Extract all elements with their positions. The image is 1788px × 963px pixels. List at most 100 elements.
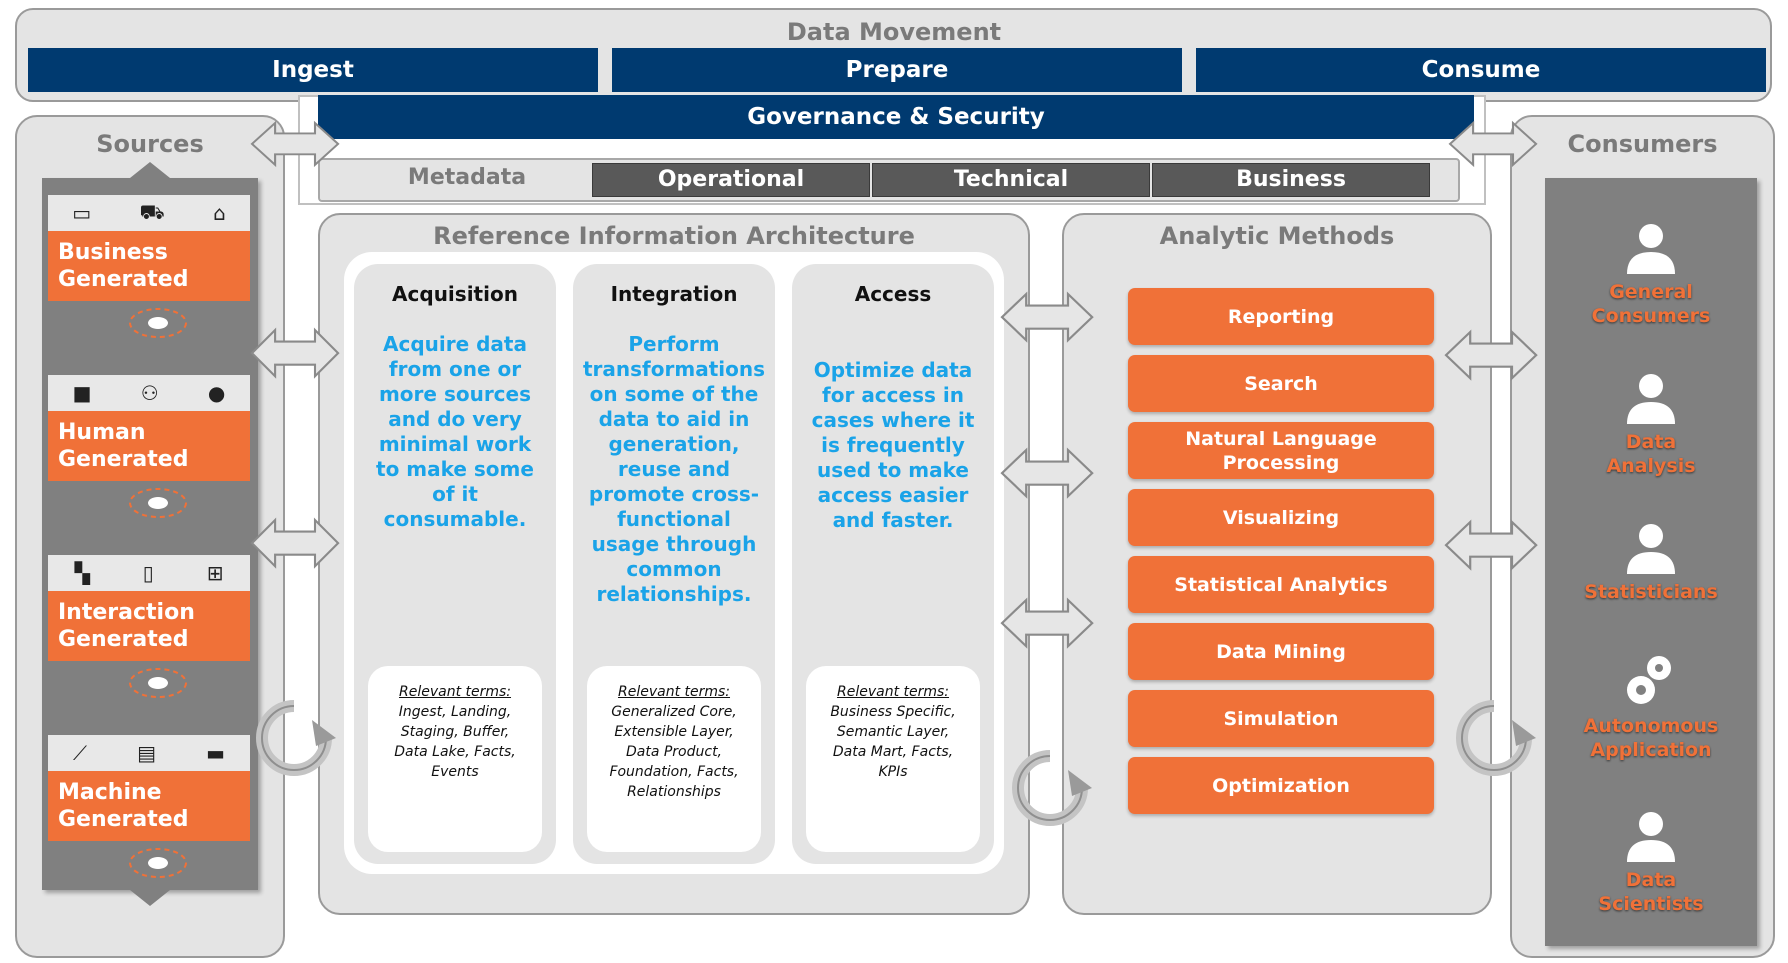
- method-optimization[interactable]: Optimization: [1128, 757, 1434, 814]
- consumer-label: Data Analysis: [1545, 430, 1757, 478]
- source-disk-icon: [129, 848, 187, 878]
- source-label-line1: Human: [58, 420, 146, 445]
- ria-desc-line: used to make: [817, 458, 969, 482]
- source-label-line1: Machine: [58, 780, 162, 805]
- ria-desc-line: access easier: [817, 483, 969, 507]
- ria-relevant-terms: Relevant terms: Business Specific, Semant…: [806, 666, 980, 852]
- method-data-mining[interactable]: Data Mining: [1128, 623, 1434, 680]
- metadata-technical[interactable]: Technical: [872, 163, 1150, 197]
- ria-desc-line: cases where it: [811, 408, 975, 432]
- monitor-icon-glyph: ▭: [72, 201, 92, 225]
- stage-prepare[interactable]: Prepare: [612, 48, 1182, 92]
- consumer-label-line1: General: [1609, 281, 1693, 303]
- data-movement-title: Data Movement: [786, 18, 1002, 46]
- ria-desc-line: promote cross-: [588, 482, 760, 506]
- ria-terms-title: Relevant terms:: [836, 684, 950, 700]
- consumer-item[interactable]: Data Analysis: [1545, 372, 1757, 502]
- ria-desc-line: reuse and: [617, 457, 731, 481]
- consumers-title: Consumers: [1567, 130, 1718, 158]
- ria-term-line: Extensible Layer,: [614, 724, 734, 740]
- ria-term-line: Ingest, Landing,: [398, 704, 512, 720]
- method-natural-language-processing[interactable]: Natural Language Processing: [1128, 422, 1434, 479]
- consumer-item[interactable]: Statisticians: [1545, 522, 1757, 652]
- governance-bar[interactable]: Governance & Security: [318, 95, 1474, 139]
- source-icons: chat-icon■group-icon⚇person-icon●: [48, 375, 250, 411]
- ria-desc-line: Optimize data: [813, 358, 973, 382]
- ria-term-line: Data Lake, Facts,: [394, 744, 516, 760]
- ria-relevant-terms: Relevant terms: Generalized Core, Extensi…: [587, 666, 761, 852]
- consumer-label-line2: Analysis: [1606, 455, 1696, 477]
- ria-term-line: Business Specific,: [830, 704, 956, 720]
- phone-icon-glyph: ▯: [142, 561, 154, 585]
- source-icons: pointer-icon▚phone-icon▯workflow-icon⊞: [48, 555, 250, 591]
- method-statistical-analytics[interactable]: Statistical Analytics: [1128, 556, 1434, 613]
- ria-desc-line: and do very: [388, 407, 522, 431]
- ria-desc-line: is frequently: [821, 433, 965, 457]
- source-card[interactable]: tool-icon⟋printer-icon▤vehicle-icon▬ Mac…: [48, 735, 250, 883]
- metadata-business[interactable]: Business: [1152, 163, 1430, 197]
- consumer-label-line1: Data: [1625, 869, 1677, 891]
- sources-title: Sources: [96, 130, 204, 158]
- ria-desc-line: from one or: [388, 357, 522, 381]
- consumer-label-line1: Statisticians: [1584, 581, 1718, 603]
- ria-term-line: Data Mart, Facts,: [832, 744, 954, 760]
- source-label: Business Generated: [48, 231, 250, 301]
- chat-icon-glyph: ■: [72, 381, 92, 405]
- method-search[interactable]: Search: [1128, 355, 1434, 412]
- user-icon: [1627, 812, 1675, 862]
- ria-title: Reference Information Architecture: [433, 222, 915, 250]
- consumer-label-line1: Autonomous: [1583, 715, 1719, 737]
- consumer-item[interactable]: Data Scientists: [1545, 810, 1757, 940]
- ria-desc-line: to make some: [376, 457, 534, 481]
- consumer-label: Statisticians: [1545, 580, 1757, 604]
- group-icon-glyph: ⚇: [140, 381, 159, 405]
- consumer-item[interactable]: General Consumers: [1545, 222, 1757, 352]
- ria-terms-title: Relevant terms:: [617, 684, 731, 700]
- source-label-line1: Business: [58, 240, 168, 265]
- ria-term-line: Semantic Layer,: [836, 724, 950, 740]
- method-simulation[interactable]: Simulation: [1128, 690, 1434, 747]
- source-label: Machine Generated: [48, 771, 250, 841]
- source-label: Human Generated: [48, 411, 250, 481]
- source-disk-icon: [129, 488, 187, 518]
- stage-consume[interactable]: Consume: [1196, 48, 1766, 92]
- metadata-operational[interactable]: Operational: [592, 163, 870, 197]
- ria-desc-line: transformations: [582, 357, 765, 381]
- ria-column-heading: Acquisition: [392, 282, 518, 306]
- consumer-item[interactable]: Autonomous Application: [1545, 650, 1757, 780]
- pointer-icon-glyph: ▚: [74, 561, 90, 585]
- source-card[interactable]: pointer-icon▚phone-icon▯workflow-icon⊞ I…: [48, 555, 250, 703]
- consumer-label: General Consumers: [1545, 280, 1757, 328]
- method-reporting[interactable]: Reporting: [1128, 288, 1434, 345]
- ria-term-line: Generalized Core,: [611, 704, 737, 720]
- printer-icon-glyph: ▤: [137, 741, 156, 765]
- ria-desc-line: and faster.: [832, 508, 954, 532]
- ria-column-heading: Access: [854, 282, 932, 306]
- ria-relevant-terms: Relevant terms: Ingest, Landing,Staging,…: [368, 666, 542, 852]
- person-icon-glyph: ●: [207, 381, 226, 405]
- ria-desc-line: minimal work: [378, 432, 532, 456]
- ria-desc-line: generation,: [608, 432, 740, 456]
- ria-term-line: Events: [431, 764, 479, 780]
- ria-term-line: Data Product,: [625, 744, 723, 760]
- ria-desc-line: functional: [617, 507, 731, 531]
- ria-desc-line: relationships.: [596, 582, 752, 606]
- ria-term-line: Staging, Buffer,: [400, 724, 510, 740]
- source-label-line1: Interaction: [58, 600, 195, 625]
- ria-desc-line: more sources: [378, 382, 532, 406]
- consumer-label-line2: Scientists: [1598, 893, 1704, 915]
- gears-icon: [1627, 656, 1671, 704]
- workflow-icon-glyph: ⊞: [206, 561, 224, 585]
- source-card[interactable]: chat-icon■group-icon⚇person-icon● Human …: [48, 375, 250, 523]
- vehicle-icon-glyph: ▬: [206, 741, 225, 765]
- ria-desc-line: for access in: [822, 383, 964, 407]
- source-card[interactable]: monitor-icon▭cart-icon⛟factory-icon⌂ Bus…: [48, 195, 250, 343]
- ria-term-line: Relationships: [627, 784, 721, 800]
- method-visualizing[interactable]: Visualizing: [1128, 489, 1434, 546]
- stage-ingest[interactable]: Ingest: [28, 48, 598, 92]
- tool-icon-glyph: ⟋: [73, 741, 88, 765]
- source-icons: tool-icon⟋printer-icon▤vehicle-icon▬: [48, 735, 250, 771]
